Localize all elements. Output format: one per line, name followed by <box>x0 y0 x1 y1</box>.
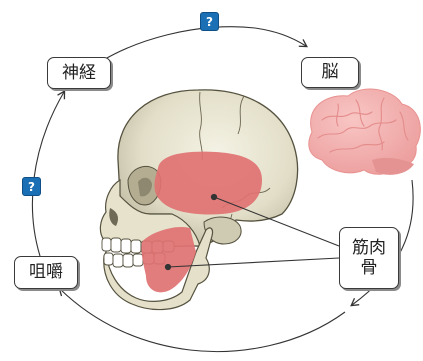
question-badge-left[interactable]: ? <box>22 177 41 196</box>
cycle-arrow-top <box>80 27 306 76</box>
skull-illustration <box>100 90 297 310</box>
chewing-label: 咀嚼 <box>14 256 78 289</box>
cycle-arrow-left <box>32 92 64 256</box>
brain-illustration <box>309 89 421 175</box>
nerve-label: 神経 <box>47 57 111 89</box>
temporal-muscle <box>155 152 263 215</box>
question-badge-top[interactable]: ? <box>200 12 219 31</box>
brain-label: 脳 <box>301 57 359 88</box>
muscle-bone-label: 筋肉 骨 <box>339 227 399 289</box>
cycle-arrow-bottom <box>60 289 345 352</box>
